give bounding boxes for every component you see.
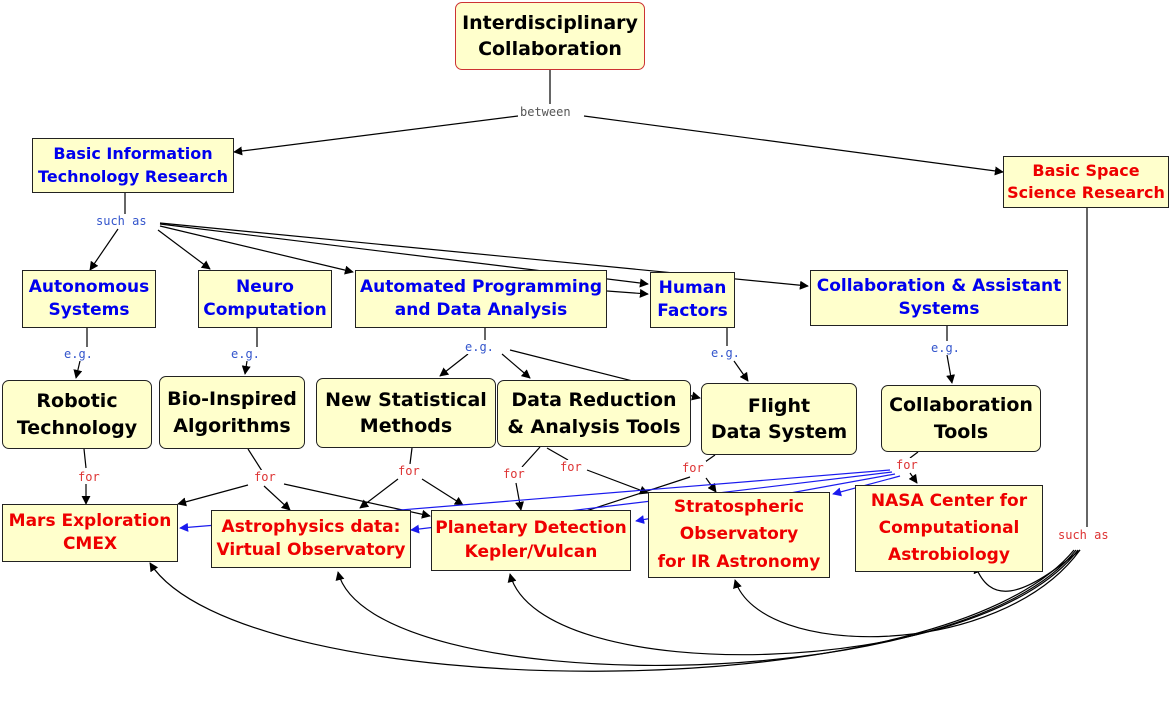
link-for-flight: for <box>680 461 706 475</box>
node-label: Planetary Detection Kepler/Vulcan <box>435 518 627 562</box>
node-neuro-computation[interactable]: Neuro Computation <box>198 270 332 328</box>
node-label: NASA Center for Computational Astrobiolo… <box>870 490 1028 566</box>
node-label: Autonomous Systems <box>28 276 150 320</box>
node-collaboration-tools[interactable]: Collaboration Tools <box>881 385 1041 452</box>
node-autonomous-systems[interactable]: Autonomous Systems <box>22 270 156 328</box>
root-label: Interdisciplinary Collaboration <box>462 11 638 60</box>
node-nasa-center-computational-astrobiology[interactable]: NASA Center for Computational Astrobiolo… <box>855 485 1043 572</box>
node-label: Flight Data System <box>710 394 848 443</box>
node-bio-inspired-algorithms[interactable]: Bio-Inspired Algorithms <box>159 376 305 449</box>
node-label: Mars Exploration CMEX <box>8 510 172 554</box>
node-label: New Statistical Methods <box>325 388 487 437</box>
link-eg-human: e.g. <box>709 346 742 360</box>
node-label: Automated Programming and Data Analysis <box>359 276 603 320</box>
link-for-collab-tools: for <box>894 458 920 472</box>
link-eg-collab: e.g. <box>929 341 962 355</box>
node-collaboration-assistant-systems[interactable]: Collaboration & Assistant Systems <box>810 270 1068 326</box>
node-label: Basic Information Technology Research <box>38 144 228 186</box>
link-such-as-space: such as <box>1056 528 1111 542</box>
node-label: Collaboration Tools <box>889 394 1033 443</box>
link-between: between <box>518 105 573 119</box>
node-label: Human Factors <box>657 277 728 321</box>
link-for-datared-2: for <box>558 460 584 474</box>
link-eg-neuro: e.g. <box>229 347 262 361</box>
link-eg-autoprog: e.g. <box>463 340 496 354</box>
node-human-factors[interactable]: Human Factors <box>650 272 735 328</box>
link-such-as: such as <box>94 214 149 228</box>
node-new-statistical-methods[interactable]: New Statistical Methods <box>316 378 496 448</box>
node-label: Data Reduction & Analysis Tools <box>507 389 681 438</box>
node-automated-programming[interactable]: Automated Programming and Data Analysis <box>355 270 607 328</box>
link-for-datared-1: for <box>501 467 527 481</box>
node-flight-data-system[interactable]: Flight Data System <box>701 383 857 455</box>
node-robotic-technology[interactable]: Robotic Technology <box>2 380 152 449</box>
link-for-robotic: for <box>76 470 102 484</box>
node-label: Neuro Computation <box>203 276 327 320</box>
node-mars-exploration-cmex[interactable]: Mars Exploration CMEX <box>2 504 178 562</box>
link-for-bio: for <box>252 470 278 484</box>
node-label: Bio-Inspired Algorithms <box>167 388 297 437</box>
root-interdisciplinary-collaboration[interactable]: Interdisciplinary Collaboration <box>455 2 645 70</box>
node-label: Stratospheric Observatory for IR Astrono… <box>657 497 821 572</box>
node-planetary-detection[interactable]: Planetary Detection Kepler/Vulcan <box>431 510 631 571</box>
node-stratospheric-observatory[interactable]: Stratospheric Observatory for IR Astrono… <box>648 492 830 578</box>
node-astrophysics-virtual-observatory[interactable]: Astrophysics data: Virtual Observatory <box>211 510 411 568</box>
node-label: Collaboration & Assistant Systems <box>816 275 1062 319</box>
node-data-reduction-analysis-tools[interactable]: Data Reduction & Analysis Tools <box>497 380 691 447</box>
node-label: Basic Space Science Research <box>1007 160 1165 202</box>
link-for-newstat: for <box>396 464 422 478</box>
node-basic-space-science-research[interactable]: Basic Space Science Research <box>1003 156 1169 208</box>
node-label: Robotic Technology <box>16 390 138 439</box>
link-eg-autonomous: e.g. <box>62 347 95 361</box>
node-label: Astrophysics data: Virtual Observatory <box>216 516 406 560</box>
node-basic-information-technology-research[interactable]: Basic Information Technology Research <box>32 138 234 193</box>
